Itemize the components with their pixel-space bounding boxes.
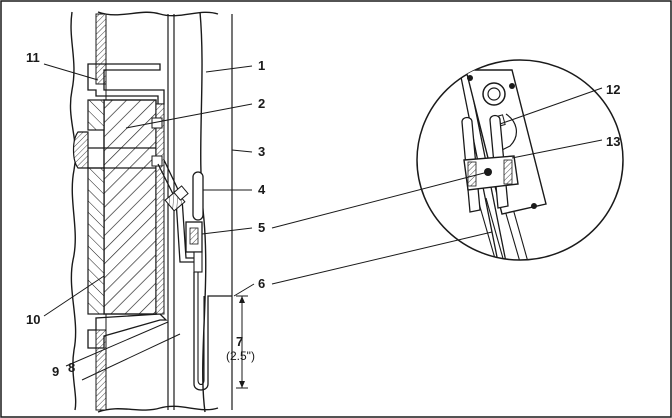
clip-mid xyxy=(151,155,163,167)
callout-1: 1 xyxy=(258,58,265,73)
mounting-knob xyxy=(72,131,89,169)
callout-5: 5 xyxy=(258,220,265,235)
terminal-connector xyxy=(164,185,189,212)
left-break-edge xyxy=(69,11,77,411)
heater-panel-upper xyxy=(87,99,105,131)
element-strip xyxy=(155,103,165,315)
leader-lines xyxy=(43,63,603,381)
bracket-arm xyxy=(157,163,196,263)
callout-11: 11 xyxy=(26,50,40,65)
callout-13: 13 xyxy=(606,134,620,149)
callout-2: 2 xyxy=(258,96,265,111)
bottom-break-edge xyxy=(97,405,219,413)
heater-panel-inner xyxy=(87,167,105,315)
callout-7: 7 xyxy=(236,334,243,349)
callout-3: 3 xyxy=(258,144,265,159)
probe-tube xyxy=(192,171,204,221)
heater-block xyxy=(103,99,157,315)
callout-6: 6 xyxy=(258,276,265,291)
lower-sensor-loop xyxy=(193,272,232,391)
callout-4: 4 xyxy=(258,182,266,197)
main-section-view xyxy=(69,11,248,413)
callout-7-note: (2.5") xyxy=(226,349,255,363)
callout-8: 8 xyxy=(68,360,75,375)
lower-frame-bracket xyxy=(87,313,168,349)
callout-12: 12 xyxy=(606,82,620,97)
callout-10: 10 xyxy=(26,312,40,327)
detail-view xyxy=(416,59,624,261)
callout-9: 9 xyxy=(52,364,59,379)
outer-skin-edge xyxy=(199,11,207,413)
callout-labels: 1 2 3 4 5 6 7 (2.5") 8 9 10 11 12 13 xyxy=(26,50,620,379)
